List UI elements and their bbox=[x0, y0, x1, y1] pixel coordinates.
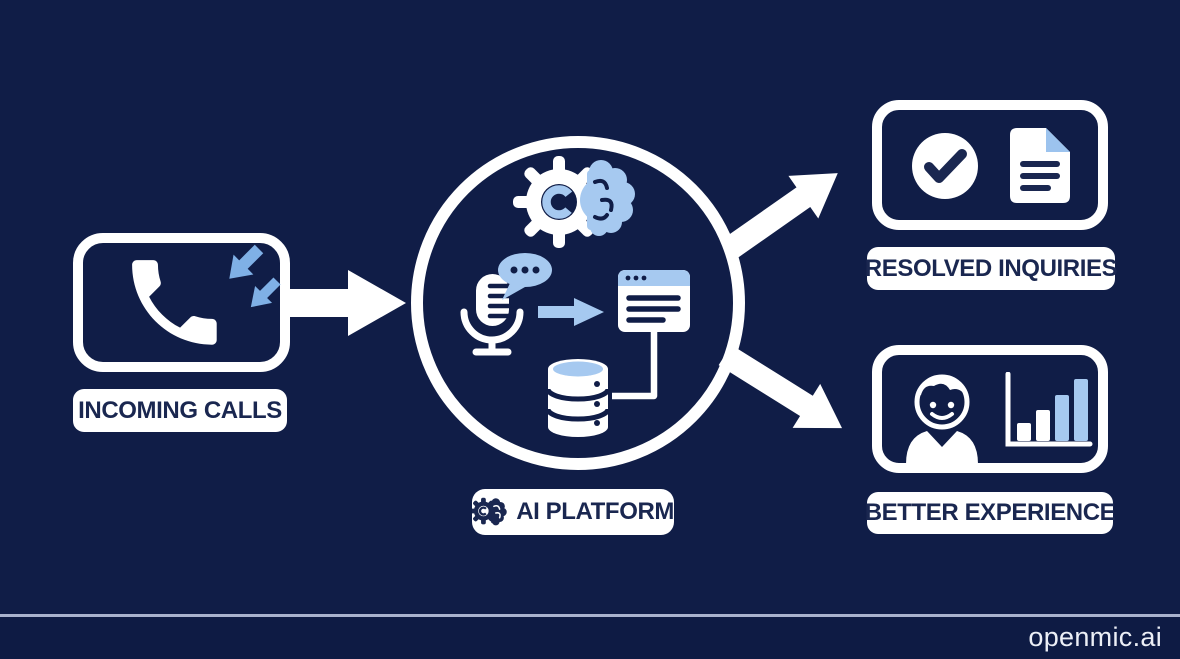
browser-window-icon bbox=[618, 270, 690, 332]
ai-platform-label-text: AI PLATFORM bbox=[516, 498, 674, 525]
check-circle-icon bbox=[912, 133, 978, 199]
gear-brain-icon bbox=[513, 156, 635, 248]
footer-divider bbox=[0, 614, 1180, 617]
speech-bubble-icon bbox=[498, 253, 552, 300]
ai-platform-label: AI PLATFORM bbox=[472, 489, 674, 535]
gear-brain-badge-icon bbox=[472, 497, 507, 526]
incoming-calls-label: INCOMING CALLS bbox=[73, 389, 287, 432]
resolved-inquiries-label-text: RESOLVED INQUIRIES bbox=[864, 254, 1118, 282]
better-experience-label-text: BETTER EXPERIENCE bbox=[864, 499, 1116, 526]
phone-icon bbox=[132, 260, 217, 345]
document-icon bbox=[1010, 128, 1070, 203]
arrow-hub-to-resolved bbox=[721, 173, 838, 260]
person-icon bbox=[906, 374, 978, 464]
brand-text: openmic.ai bbox=[1028, 622, 1162, 652]
incoming-calls-box bbox=[73, 233, 290, 372]
resolved-inquiries-box bbox=[872, 100, 1108, 230]
flow-arrow-icon bbox=[538, 298, 604, 326]
database-icon bbox=[545, 359, 611, 437]
arrow-hub-to-better bbox=[718, 344, 843, 429]
incoming-calls-label-text: INCOMING CALLS bbox=[78, 396, 282, 424]
arrow-incoming-to-hub bbox=[288, 270, 406, 336]
bar-chart-icon bbox=[1005, 372, 1093, 447]
better-experience-label: BETTER EXPERIENCE bbox=[864, 492, 1116, 534]
db-browser-connector bbox=[612, 332, 658, 400]
resolved-inquiries-label: RESOLVED INQUIRIES bbox=[864, 247, 1118, 290]
microphone-icon bbox=[460, 274, 524, 356]
better-experience-box bbox=[872, 345, 1108, 473]
incoming-call-arrows-icon bbox=[229, 244, 281, 308]
footer-bar bbox=[0, 617, 1180, 659]
